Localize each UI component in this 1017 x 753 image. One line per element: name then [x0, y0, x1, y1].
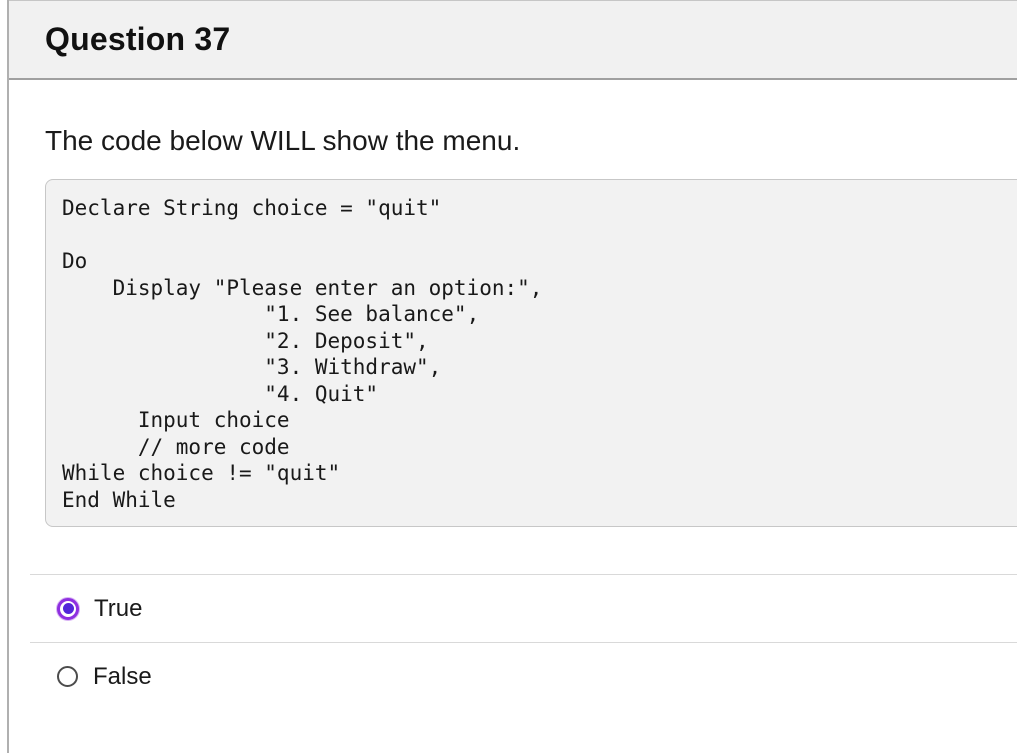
radio-option-true[interactable]: True [30, 574, 1017, 642]
option-false-label: False [93, 662, 152, 690]
question-prompt: The code below WILL show the menu. [45, 125, 521, 156]
answer-options: True False [30, 574, 1017, 710]
option-true-label: True [94, 594, 143, 622]
question-card: Question 37 The code below WILL show the… [7, 0, 1017, 753]
question-header: Question 37 [9, 0, 1017, 80]
radio-unselected-icon[interactable] [57, 666, 78, 687]
code-text: Declare String choice = "quit" Do Displa… [62, 196, 543, 512]
code-block: Declare String choice = "quit" Do Displa… [45, 179, 1017, 527]
radio-selected-icon[interactable] [57, 597, 79, 620]
page-title: Question 37 [45, 21, 231, 57]
radio-option-false[interactable]: False [30, 642, 1017, 710]
radio-dot [62, 603, 74, 614]
